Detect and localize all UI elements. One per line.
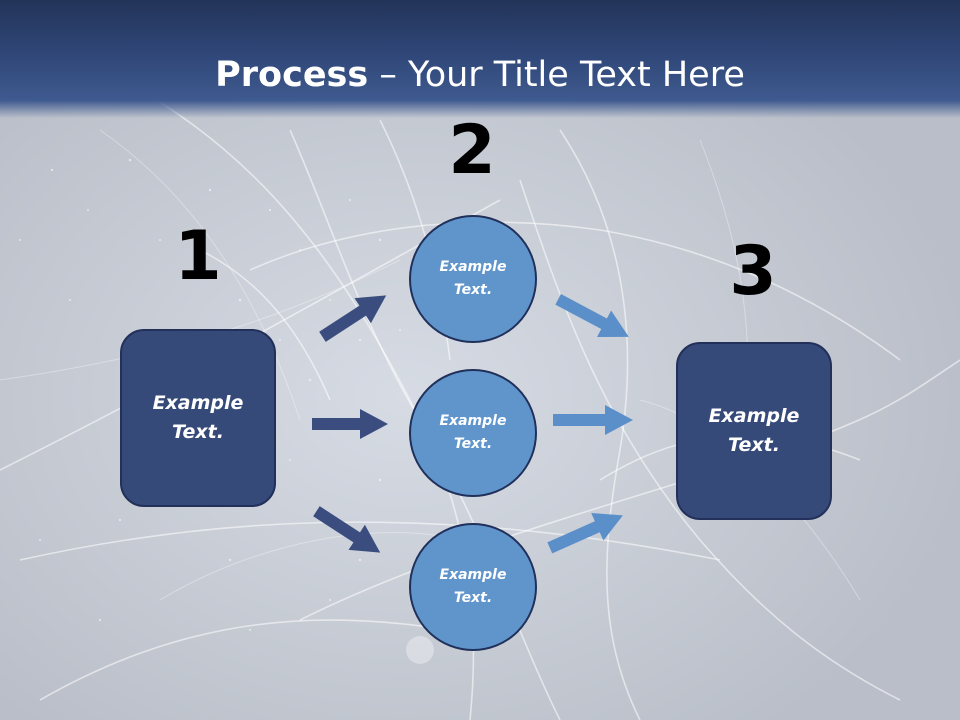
title-bold: Process [215,55,369,95]
middle-circle-2: Example Text. [409,369,537,497]
step-number-1: 1 [174,217,222,296]
start-box: Example Text. [120,329,276,507]
start-box-text: Example Text. [152,392,244,443]
end-box: Example Text. [676,342,832,520]
middle-circle-3: Example Text. [409,523,537,651]
end-box-text: Example Text. [708,405,800,456]
middle-circle-1: Example Text. [409,215,537,343]
step-number-2: 2 [448,111,496,190]
middle-circle-3-text: Example Text. [439,567,507,606]
header-band [0,0,960,118]
middle-circle-1-text: Example Text. [439,259,507,298]
step-number-3: 3 [729,232,777,311]
middle-circle-2-text: Example Text. [439,413,507,452]
title-rest: – Your Title Text Here [368,55,745,95]
slide-title: Process – Your Title Text Here [0,54,960,96]
